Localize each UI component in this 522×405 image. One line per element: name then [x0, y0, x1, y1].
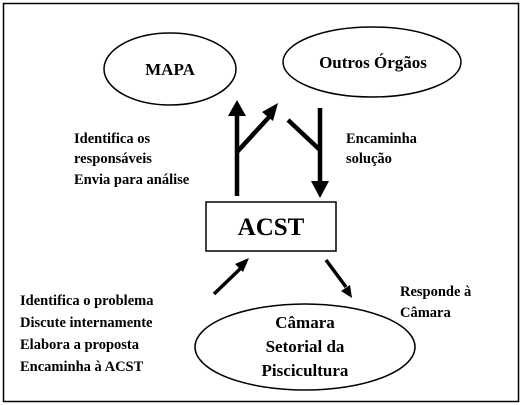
annotation-acst-to-camara: Responde à Câmara [400, 284, 472, 321]
arrow-head-diagonal-icon [262, 103, 278, 121]
arrow-head-up-icon [228, 100, 246, 116]
annotation-acst-to-mapa: Identifica os responsáveis Envia para an… [74, 131, 190, 188]
camara-label-line-3: Piscicultura [262, 361, 349, 380]
arrow-head-up-right-icon [235, 258, 249, 272]
annotation-camara-acst-line-3: Elabora a proposta [20, 337, 140, 353]
camara-label-line-1: Câmara [275, 313, 335, 332]
acst-box [205, 201, 337, 252]
annotation-acst-mapa-line-1: Identifica os [74, 131, 150, 147]
arrow-outros-to-acst [286, 108, 329, 198]
annotation-camara-to-acst: Identifica o problema Discute internamen… [20, 293, 154, 375]
node-camara: Câmara Setorial da Piscicultura [194, 303, 416, 391]
annotation-acst-camara-line-1: Responde à [400, 284, 472, 300]
annotation-camara-acst-line-2: Discute internamente [20, 315, 153, 331]
mapa-label: MAPA [145, 60, 195, 79]
annotation-outros-acst-line-1: Encaminha [346, 131, 418, 147]
arrow-outros-acst-branch [286, 118, 322, 152]
outros-orgaos-ellipse [282, 26, 462, 98]
node-mapa: MAPA [103, 32, 237, 106]
arrow-head-down-icon [311, 181, 329, 198]
arrow-camara-to-acst [212, 258, 249, 296]
outros-orgaos-label: Outros Órgãos [319, 53, 427, 72]
arrow-acst-to-mapa [228, 100, 278, 196]
camara-ellipse [194, 303, 416, 391]
camara-label-line-2: Setorial da [266, 337, 345, 356]
annotation-outros-acst-line-2: solução [346, 151, 392, 167]
arrow-camara-acst-shaft [212, 266, 243, 296]
arrow-head-down-right-icon [341, 285, 352, 298]
mapa-ellipse [103, 32, 237, 106]
node-acst: ACST [205, 201, 337, 252]
annotation-acst-mapa-line-3: Envia para análise [74, 172, 190, 188]
arrow-acst-to-camara [324, 258, 352, 298]
acst-label: ACST [238, 214, 305, 241]
annotation-outros-to-acst: Encaminha solução [346, 131, 418, 167]
arrow-acst-mapa-branch [235, 114, 272, 154]
annotation-camara-acst-line-1: Identifica o problema [20, 293, 154, 309]
annotation-acst-camara-line-2: Câmara [400, 305, 451, 321]
arrow-acst-camara-shaft [324, 258, 348, 289]
node-outros-orgaos: Outros Órgãos [282, 26, 462, 98]
annotation-acst-mapa-line-2: responsáveis [74, 151, 152, 167]
annotation-camara-acst-line-4: Encaminha à ACST [20, 359, 144, 375]
